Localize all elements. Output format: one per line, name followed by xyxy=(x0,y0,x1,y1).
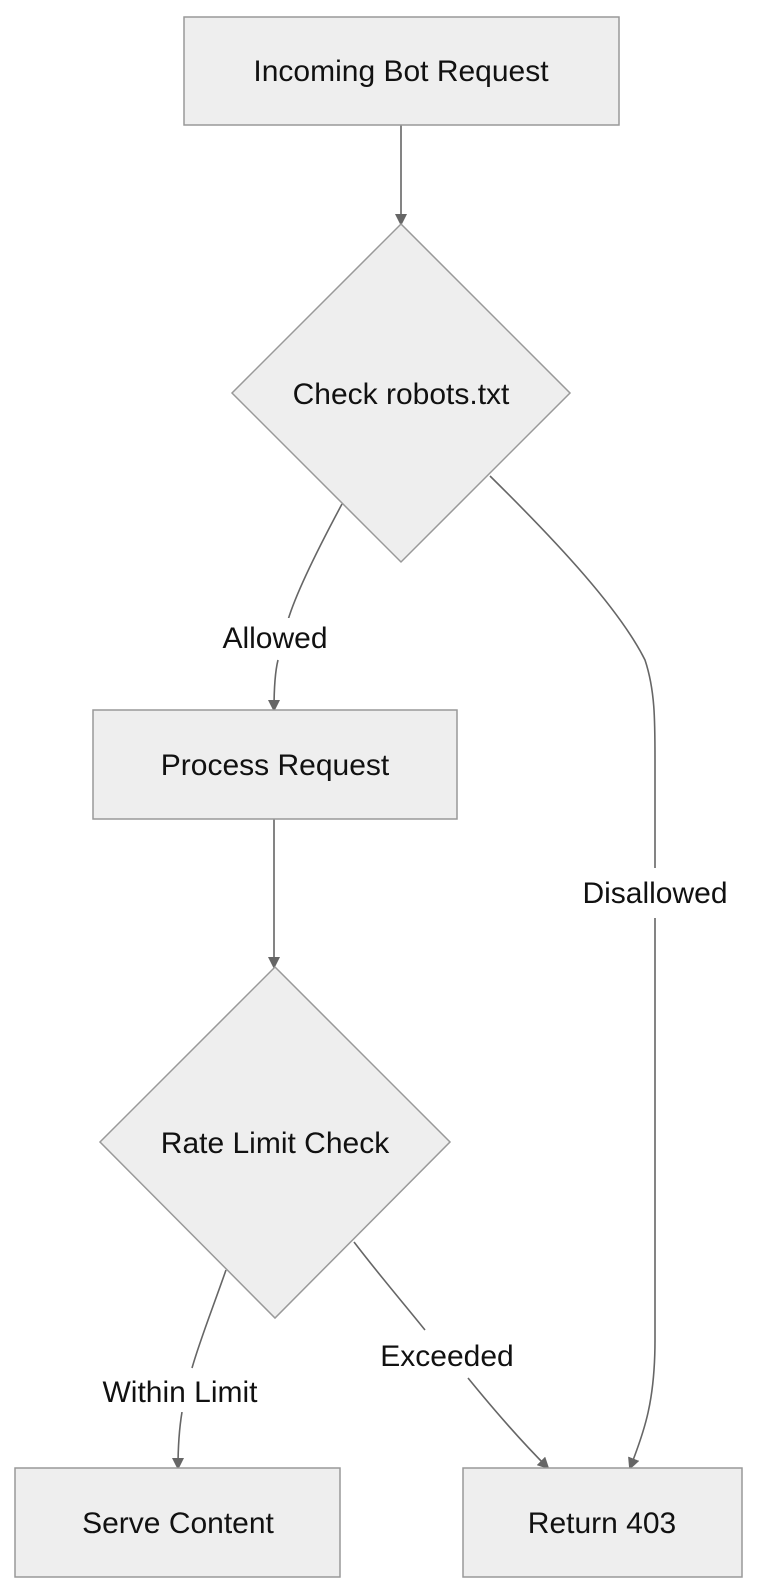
edge-allowed xyxy=(274,503,343,710)
node-process-request-label: Process Request xyxy=(161,749,390,782)
edge-within-limit xyxy=(178,1269,227,1468)
node-rate-limit-check-label: Rate Limit Check xyxy=(161,1127,390,1160)
node-return-403: Return 403 xyxy=(462,1467,743,1578)
node-check-robots-txt-label: Check robots.txt xyxy=(293,378,510,411)
node-serve-content-label: Serve Content xyxy=(82,1507,274,1540)
node-incoming-bot-request: Incoming Bot Request xyxy=(183,16,620,126)
edge-label-exceeded-text: Exceeded xyxy=(380,1340,513,1373)
node-check-robots-txt: Check robots.txt xyxy=(230,222,572,564)
edge-disallowed xyxy=(489,475,656,1468)
edge-label-allowed: Allowed xyxy=(215,618,335,658)
edge-label-within-limit-text: Within Limit xyxy=(102,1376,258,1409)
node-serve-content: Serve Content xyxy=(14,1467,341,1578)
node-return-403-label: Return 403 xyxy=(528,1507,676,1540)
edge-label-within-limit: Within Limit xyxy=(92,1372,268,1412)
edge-label-disallowed-text: Disallowed xyxy=(582,877,727,910)
node-incoming-bot-request-label: Incoming Bot Request xyxy=(253,55,549,88)
edge-label-disallowed: Disallowed xyxy=(576,873,734,913)
node-process-request: Process Request xyxy=(92,709,458,820)
edge-exceeded xyxy=(353,1241,548,1468)
edge-label-exceeded: Exceeded xyxy=(372,1336,522,1376)
edge-label-allowed-text: Allowed xyxy=(222,622,327,655)
node-rate-limit-check: Rate Limit Check xyxy=(98,965,452,1320)
